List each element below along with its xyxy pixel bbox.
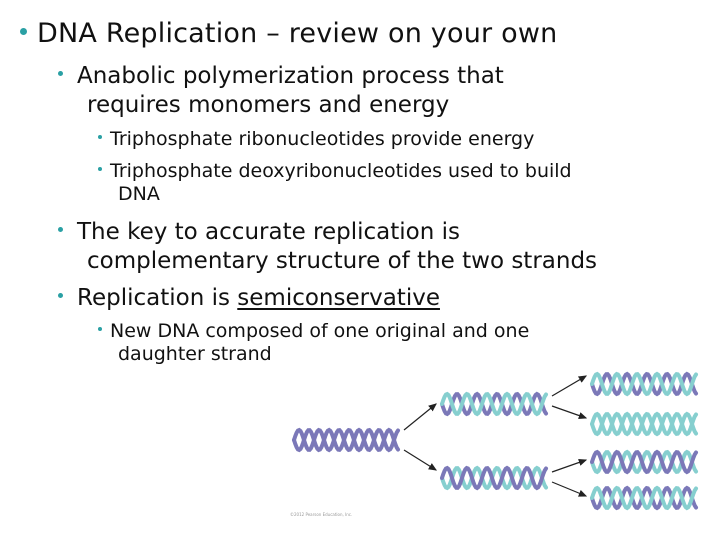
second-generation-helix-2 [590,411,698,437]
dna-strand [440,391,548,417]
bullet-dot [98,134,102,139]
sub-bullet-text: Triphosphate deoxyribonucleotides used t… [110,160,572,182]
sub-bullet-deoxyribonucleotides: Triphosphate deoxyribonucleotides used t… [98,160,572,206]
bullet-text: The key to accurate replication is [77,219,461,245]
replication-arrow [551,459,588,473]
dna-strand [590,371,698,397]
title-text: DNA Replication – review on your own [37,18,558,49]
bullet-dot [20,28,27,35]
dna-strand [590,485,698,511]
sub-bullet-text: New DNA composed of one original and one [110,320,530,342]
bullet-text: requires monomers and energy [87,92,450,118]
bullet-text: Replication is [77,285,238,311]
replication-arrow [403,449,438,471]
dna-strand [590,371,698,397]
parent-dna-helix [292,427,400,453]
bullet-text: Anabolic polymerization process that [77,63,504,89]
first-generation-helix-top [440,391,548,417]
dna-strand [440,465,548,491]
sub-bullet-text: DNA [118,183,160,205]
sub-bullet-text: daughter strand [118,343,272,365]
bullet-dot [58,293,63,298]
second-generation-helix-4 [590,485,698,511]
replication-arrow [551,481,588,497]
replication-arrow [551,375,588,397]
dna-strand [590,449,698,475]
bullet-dot [98,166,102,171]
emphasis-text: semiconservative [237,285,440,311]
bullet-dot [58,71,63,76]
bullet-text: complementary structure of the two stran… [87,248,598,274]
replication-diagram [292,371,698,511]
sub-bullet-text: Triphosphate ribonucleotides provide ene… [110,128,535,150]
bullet-anabolic: Anabolic polymerization process that req… [58,62,504,120]
replication-arrow [403,403,437,431]
bullet-semiconservative: Replication is semiconservative [58,284,440,313]
bullet-dot [98,326,102,331]
bullet-dot [58,227,63,232]
figure-credit: ©2012 Pearson Education, Inc. [290,512,353,517]
first-generation-helix-bottom [440,465,548,491]
dna-strand [292,427,400,453]
dna-strand [292,427,400,453]
dna-strand [590,449,698,475]
second-generation-helix-3 [590,449,698,475]
bullet-complementary: The key to accurate replication is compl… [58,218,597,276]
dna-strand [590,485,698,511]
dna-strand [590,411,698,437]
slide-title: DNA Replication – review on your own [20,18,557,49]
second-generation-helix-1 [590,371,698,397]
sub-bullet-ribonucleotides: Triphosphate ribonucleotides provide ene… [98,128,534,151]
dna-strand [440,465,548,491]
dna-strand [440,391,548,417]
dna-strand [590,411,698,437]
sub-bullet-daughter-strand: New DNA composed of one original and one… [98,320,529,366]
replication-arrow [551,405,588,419]
